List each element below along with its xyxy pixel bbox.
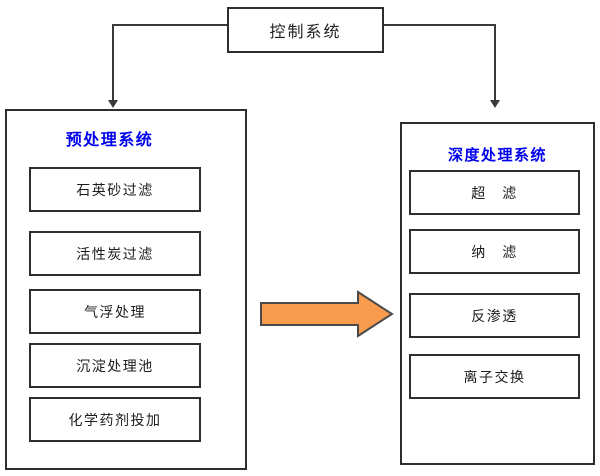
step-reverse-osmosis: 反渗透 — [409, 293, 580, 338]
control-system-label: 控制系统 — [269, 24, 342, 41]
advanced-treatment-panel-title: 深度处理系统 — [447, 148, 547, 164]
connector-left-vertical — [112, 24, 114, 102]
step-activated-carbon-filtration: 活性炭过滤 — [29, 231, 201, 276]
pretreatment-panel-title: 预处理系统 — [65, 132, 154, 149]
step-ultrafiltration: 超 滤 — [409, 170, 580, 215]
step-quartz-sand-filtration: 石英砂过滤 — [29, 167, 201, 212]
advanced-treatment-panel: 深度处理系统 超 滤 纳 滤 反渗透 离子交换 — [400, 122, 595, 465]
connector-right-horizontal — [384, 24, 496, 26]
connector-right-vertical — [494, 24, 496, 102]
connector-right-arrowhead-icon — [490, 100, 500, 108]
step-nanofiltration: 纳 滤 — [409, 229, 580, 274]
connector-left-arrowhead-icon — [108, 100, 118, 108]
step-air-flotation-treatment: 气浮处理 — [29, 289, 201, 334]
step-ion-exchange: 离子交换 — [409, 354, 580, 399]
step-chemical-dosing: 化学药剂投加 — [29, 397, 201, 442]
pretreatment-panel: 预处理系统 石英砂过滤 活性炭过滤 气浮处理 沉淀处理池 化学药剂投加 — [5, 109, 247, 470]
step-sedimentation-tank: 沉淀处理池 — [29, 343, 201, 388]
control-system-box: 控制系统 — [227, 7, 384, 53]
connector-left-horizontal — [112, 24, 227, 26]
flow-right-arrow-icon — [260, 290, 394, 338]
